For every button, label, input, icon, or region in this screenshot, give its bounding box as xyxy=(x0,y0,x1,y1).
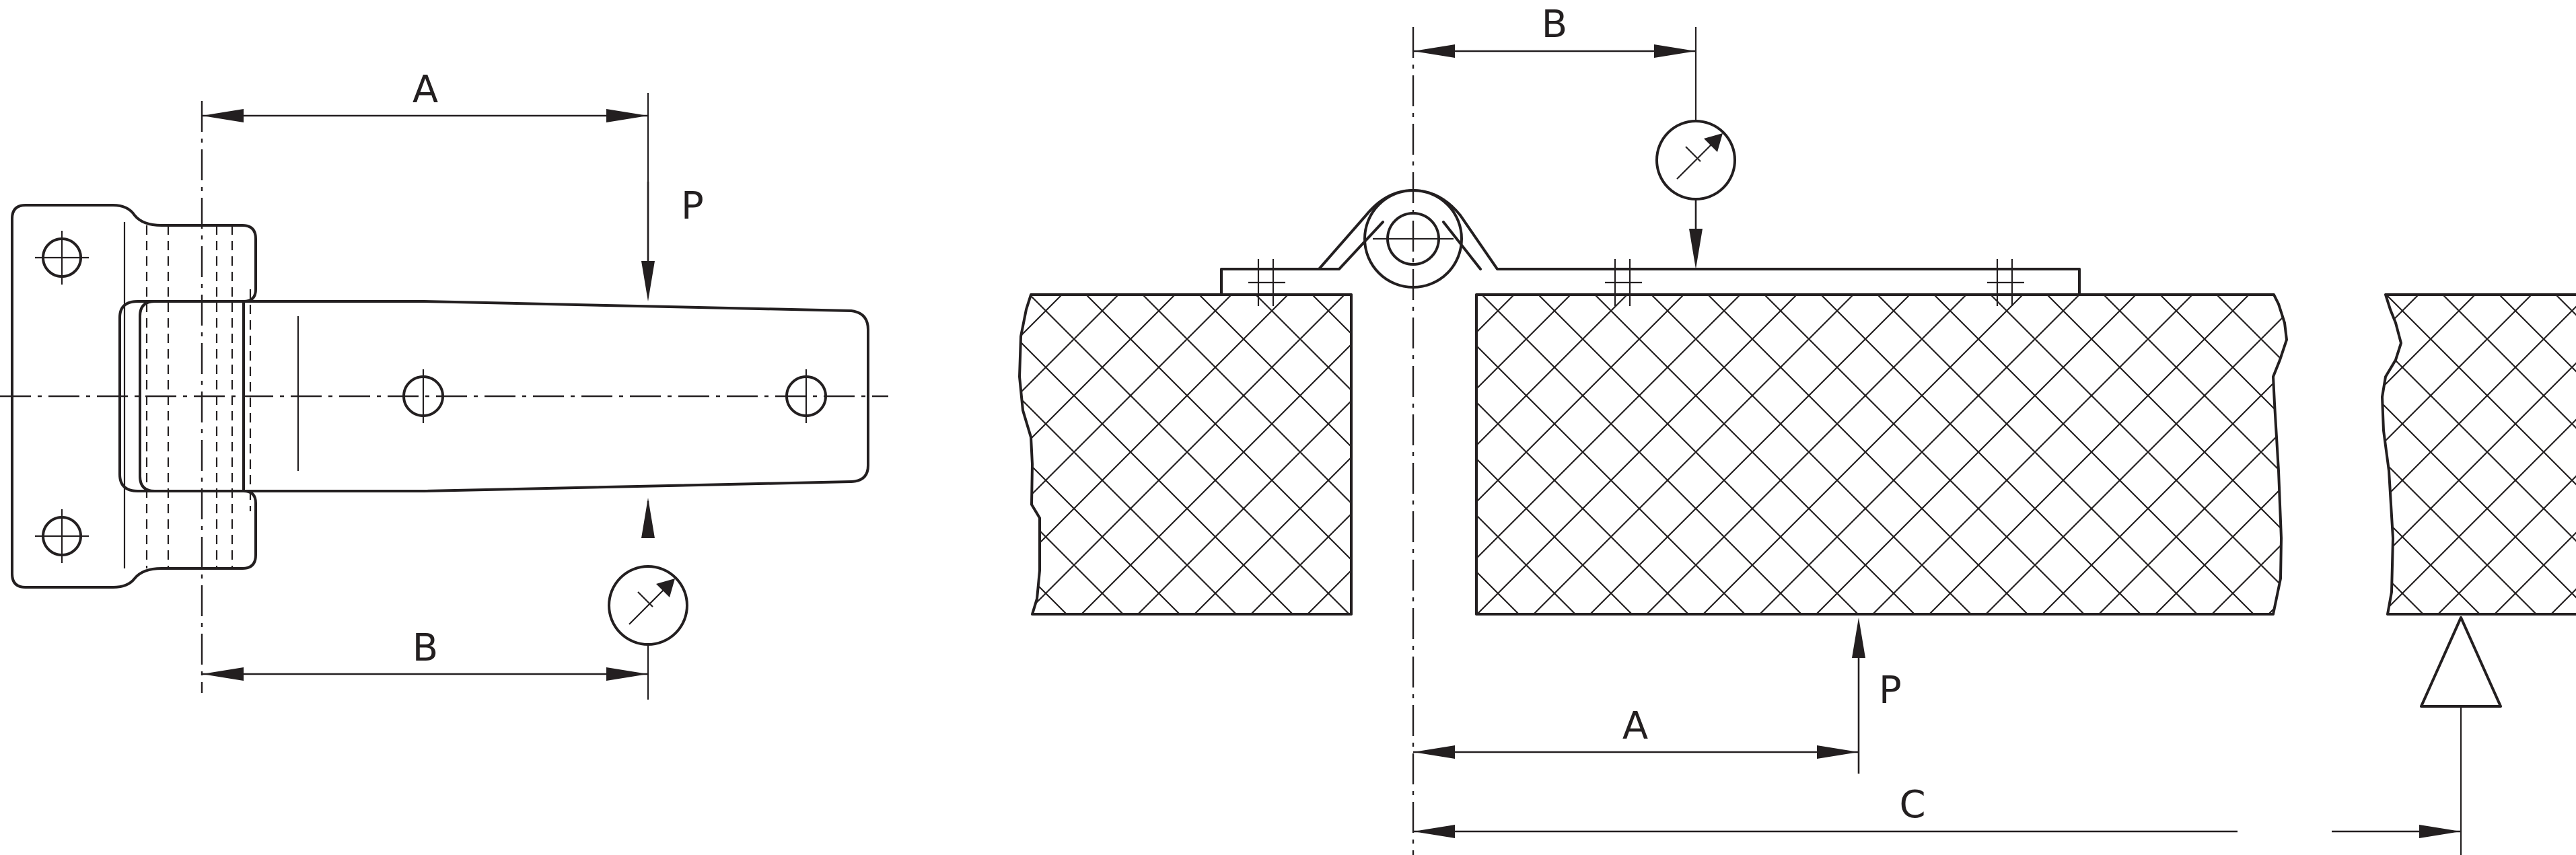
dimension-A-left: A xyxy=(202,68,649,269)
hinge-top-view: A P B xyxy=(0,68,888,700)
moving-leaf-inner xyxy=(139,300,156,492)
force-label-P: P xyxy=(1879,669,1902,712)
measure-arrow-left xyxy=(641,498,655,538)
force-label-P: P xyxy=(681,184,704,228)
dimension-B-right: B xyxy=(1413,3,1697,121)
left-leaf-profile xyxy=(1220,189,2081,296)
support-triangle-icon xyxy=(2420,616,2502,855)
force-gauge-icon xyxy=(608,565,688,646)
leaf-bend-inner xyxy=(1318,221,1384,270)
dimension-C: C xyxy=(1413,783,2461,838)
dimension-label-A: A xyxy=(413,68,438,112)
force-P-arrow-right: P xyxy=(1852,618,1902,774)
dimension-B-left: B xyxy=(202,626,649,700)
dimension-label-C: C xyxy=(1899,783,1925,827)
dimension-label-A: A xyxy=(1622,704,1648,748)
knuckle-hidden-lines xyxy=(145,225,252,568)
dimension-label-B: B xyxy=(1542,3,1567,46)
force-gauge-icon xyxy=(1655,120,1736,200)
hinge-side-section: B P A xyxy=(1018,3,2576,855)
dimension-A-right: A xyxy=(1413,704,1859,759)
middle-door-block xyxy=(1475,293,2288,616)
right-door-block xyxy=(2381,293,2576,616)
fixed-leaf-plate xyxy=(11,204,257,589)
left-door-block xyxy=(1018,293,1353,616)
mounting-holes xyxy=(35,231,827,563)
dimension-label-B: B xyxy=(413,626,438,670)
measure-arrow-right xyxy=(1689,199,1703,269)
screws xyxy=(1248,259,2024,306)
force-P-arrow-left: P xyxy=(641,182,704,301)
moving-leaf-outer xyxy=(118,300,869,492)
